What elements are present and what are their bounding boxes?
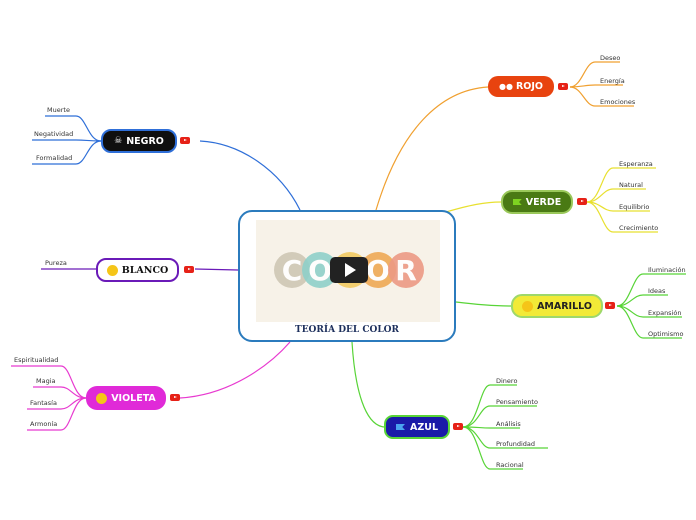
smile-icon: [106, 264, 118, 276]
link-verde: [445, 201, 502, 213]
grin-icon: [522, 300, 534, 312]
leaf-crecimiento[interactable]: Crecimiento: [619, 224, 659, 232]
youtube-icon[interactable]: [577, 198, 587, 205]
youtube-icon[interactable]: [170, 394, 180, 401]
link-negro: [199, 140, 301, 211]
leaf-energia[interactable]: Energía: [600, 77, 625, 85]
leaf-espiritualidad[interactable]: Espiritualidad: [14, 356, 59, 364]
link-amarillo: [455, 301, 512, 307]
skull-icon: ☠: [114, 136, 123, 146]
link-violeta: [179, 341, 291, 399]
leaf-magia[interactable]: Magia: [36, 377, 56, 385]
topic-amarillo[interactable]: AMARILLO: [511, 294, 603, 318]
youtube-icon[interactable]: [605, 302, 615, 309]
topic-violeta[interactable]: VIOLETA: [86, 386, 166, 410]
youtube-icon[interactable]: [558, 83, 568, 90]
link-blanco: [194, 268, 239, 271]
leaf-pureza[interactable]: Pureza: [45, 259, 67, 267]
leaf-emociones[interactable]: Emociones: [600, 98, 636, 106]
topic-rojo[interactable]: ●● ROJO: [488, 76, 554, 97]
topic-azul[interactable]: AZUL: [384, 415, 450, 439]
leaf-negatividad[interactable]: Negatividad: [34, 130, 74, 138]
leaf-armonia[interactable]: Armonía: [30, 420, 58, 428]
youtube-icon[interactable]: [453, 423, 463, 430]
leaf-iluminacion[interactable]: Iluminación: [648, 266, 686, 274]
leaf-pensamiento[interactable]: Pensamiento: [496, 398, 538, 406]
smile-icon: [96, 392, 108, 404]
central-topic[interactable]: C O L O R TEORÍA DEL COLOR: [238, 210, 456, 342]
leaf-formalidad[interactable]: Formalidad: [36, 154, 73, 162]
thumb-circle-5: R: [388, 252, 424, 288]
flag-icon: [512, 199, 522, 205]
leaf-muerte[interactable]: Muerte: [47, 106, 70, 114]
topic-verde[interactable]: VERDE: [501, 190, 573, 214]
leaf-ideas[interactable]: Ideas: [648, 287, 666, 295]
leaf-equilibrio[interactable]: Equilibrio: [619, 203, 650, 211]
leaf-natural[interactable]: Natural: [619, 181, 643, 189]
youtube-icon[interactable]: [180, 137, 190, 144]
topic-negro[interactable]: ☠ NEGRO: [101, 129, 177, 153]
leaf-optimismo[interactable]: Optimismo: [648, 330, 684, 338]
video-thumbnail[interactable]: C O L O R: [256, 220, 440, 322]
topic-blanco[interactable]: BLANCO: [96, 258, 179, 282]
leaf-fantasia[interactable]: Fantasía: [30, 399, 57, 407]
leaf-racional[interactable]: Racional: [496, 461, 524, 469]
leaf-esperanza[interactable]: Esperanza: [619, 160, 653, 168]
eyes-icon: ●●: [499, 82, 513, 91]
leaf-dinero[interactable]: Dinero: [496, 377, 518, 385]
leaf-profundidad[interactable]: Profundidad: [496, 440, 536, 448]
play-icon[interactable]: [330, 257, 368, 283]
youtube-icon[interactable]: [184, 266, 194, 273]
leaf-deseo[interactable]: Deseo: [600, 54, 621, 62]
central-topic-title: TEORÍA DEL COLOR: [295, 325, 399, 335]
flag-icon: [395, 424, 405, 430]
link-azul: [351, 341, 385, 428]
link-rojo: [375, 86, 489, 211]
leaf-analisis[interactable]: Análisis: [496, 420, 521, 428]
leaf-expansion[interactable]: Expansión: [648, 309, 682, 317]
